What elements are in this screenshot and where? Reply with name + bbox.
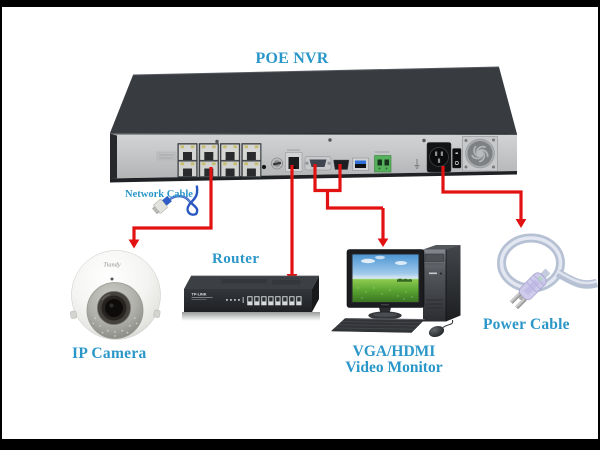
nvr-poe-ports — [177, 143, 262, 178]
nvr-lan-port — [285, 149, 303, 172]
nvr-screw — [215, 139, 219, 144]
letterbox-left — [0, 0, 2, 450]
connection-arrows — [132, 164, 523, 275]
nvr-fan — [462, 136, 498, 172]
network-cable-icon — [151, 185, 199, 216]
letterbox-right — [598, 0, 600, 450]
power-cable-label: Power Cable — [483, 316, 570, 333]
nvr-led — [261, 164, 267, 170]
monitor-label-line2: Video Monitor — [345, 358, 443, 376]
ip-camera-image: Tiandy — [70, 250, 161, 340]
nvr-power-inlet — [426, 142, 452, 173]
nvr-screw — [422, 138, 426, 143]
nvr-panel-emboss — [156, 151, 177, 161]
pc-tower-image — [423, 245, 461, 322]
letterbox-top — [0, 0, 600, 7]
nvr-ground-symbol — [414, 159, 420, 169]
arrow-to-monitor — [313, 164, 385, 240]
monitor-label-line1: VGA/HDMI — [352, 343, 436, 360]
power-cable-image — [497, 233, 599, 310]
nvr-power-switch — [452, 148, 462, 169]
arrow-to-power — [441, 166, 523, 220]
arrow-to-camera — [132, 167, 213, 240]
router-ports — [246, 295, 303, 306]
router-image: TP-LINK — [182, 275, 320, 321]
monitor-image — [346, 249, 425, 320]
switch-brand-text: TP-LINK — [192, 293, 207, 297]
letterbox-bottom — [0, 439, 600, 450]
ip-camera-label: IP Camera — [72, 345, 147, 362]
nvr-device — [109, 66, 518, 183]
camera-brand-text: Tiandy — [103, 262, 120, 269]
nvr-lock-connector — [271, 157, 283, 170]
nvr-terminal-block — [374, 151, 392, 173]
network-cable-label: Network Cable — [125, 189, 193, 200]
nvr-vga-port — [304, 156, 332, 171]
mouse-image — [428, 319, 454, 338]
keyboard-image — [330, 318, 426, 333]
poe-nvr-label: POE NVR — [255, 50, 329, 67]
nvr-usb-port — [352, 157, 369, 171]
nvr-screw — [328, 138, 332, 142]
router-label: Router — [212, 251, 260, 267]
